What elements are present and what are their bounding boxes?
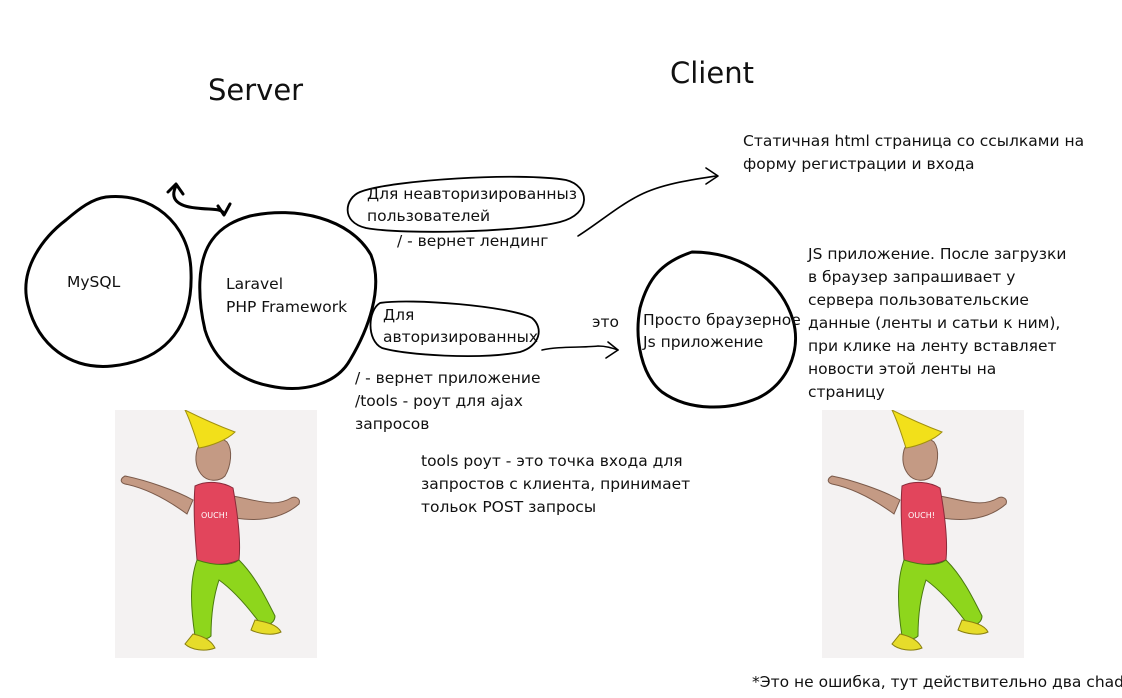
client-heading: Client: [670, 56, 754, 90]
eto-label: это: [592, 313, 620, 331]
tools-note-2: запростов с клиента, принимает: [421, 475, 691, 493]
js-app-label: Просто браузерное: [643, 311, 801, 329]
auth-bubble: [369, 300, 540, 357]
tools-route-label: /tools - роут для ajax: [355, 392, 523, 410]
js-app-note-3: сервера пользовательские: [808, 291, 1029, 309]
chad-shirt-text: OUCH!: [201, 511, 228, 520]
bidirectional-arrow-icon: [166, 182, 232, 217]
tools-note-3: тольок POST запросы: [421, 498, 597, 516]
js-app-note-5: при клике на ленту вставляет: [808, 337, 1057, 355]
js-app-circle: [636, 250, 798, 409]
auth-bubble-text: Для: [383, 306, 415, 324]
server-heading: Server: [208, 73, 304, 107]
laravel-circle: [198, 211, 378, 390]
laravel-label: Laravel: [226, 275, 284, 293]
auth-bubble-text-2: авторизированных: [383, 328, 539, 346]
unauth-bubble-text: Для неавторизированныз: [367, 185, 578, 203]
tools-route-label-2: запросов: [355, 415, 430, 433]
chad-shirt-text: OUCH!: [908, 511, 935, 520]
footnote: *Это не ошибка, тут действительно два ch…: [752, 673, 1122, 691]
landing-route-label: / - вернет лендинг: [397, 232, 549, 250]
chad-meme-image: OUCH!: [822, 410, 1024, 658]
arrow-icon: [541, 341, 619, 359]
mysql-label: MySQL: [67, 273, 121, 291]
static-page-note-2: форму регистрации и входа: [743, 155, 975, 173]
laravel-label-2: PHP Framework: [226, 298, 348, 316]
mysql-circle: [24, 194, 193, 368]
js-app-note: JS приложение. После загрузки: [808, 245, 1067, 263]
js-app-note-4: данные (ленты и сатьи к ним),: [808, 314, 1061, 332]
js-app-note-6: новости этой ленты на: [808, 360, 997, 378]
arrow-icon: [577, 167, 719, 237]
tools-note: tools роут - это точка входа для: [421, 452, 683, 470]
js-app-label-2: Js приложение: [643, 333, 764, 351]
static-page-note: Статичная html страница со ссылками на: [743, 132, 1085, 150]
app-route-label: / - вернет приложение: [355, 369, 541, 387]
js-app-note-2: в браузер запрашивает у: [808, 268, 1016, 286]
unauth-bubble: [346, 175, 585, 233]
chad-meme-image: OUCH!: [115, 410, 317, 658]
unauth-bubble-text-2: пользователей: [367, 207, 491, 225]
js-app-note-7: страницу: [808, 383, 885, 401]
